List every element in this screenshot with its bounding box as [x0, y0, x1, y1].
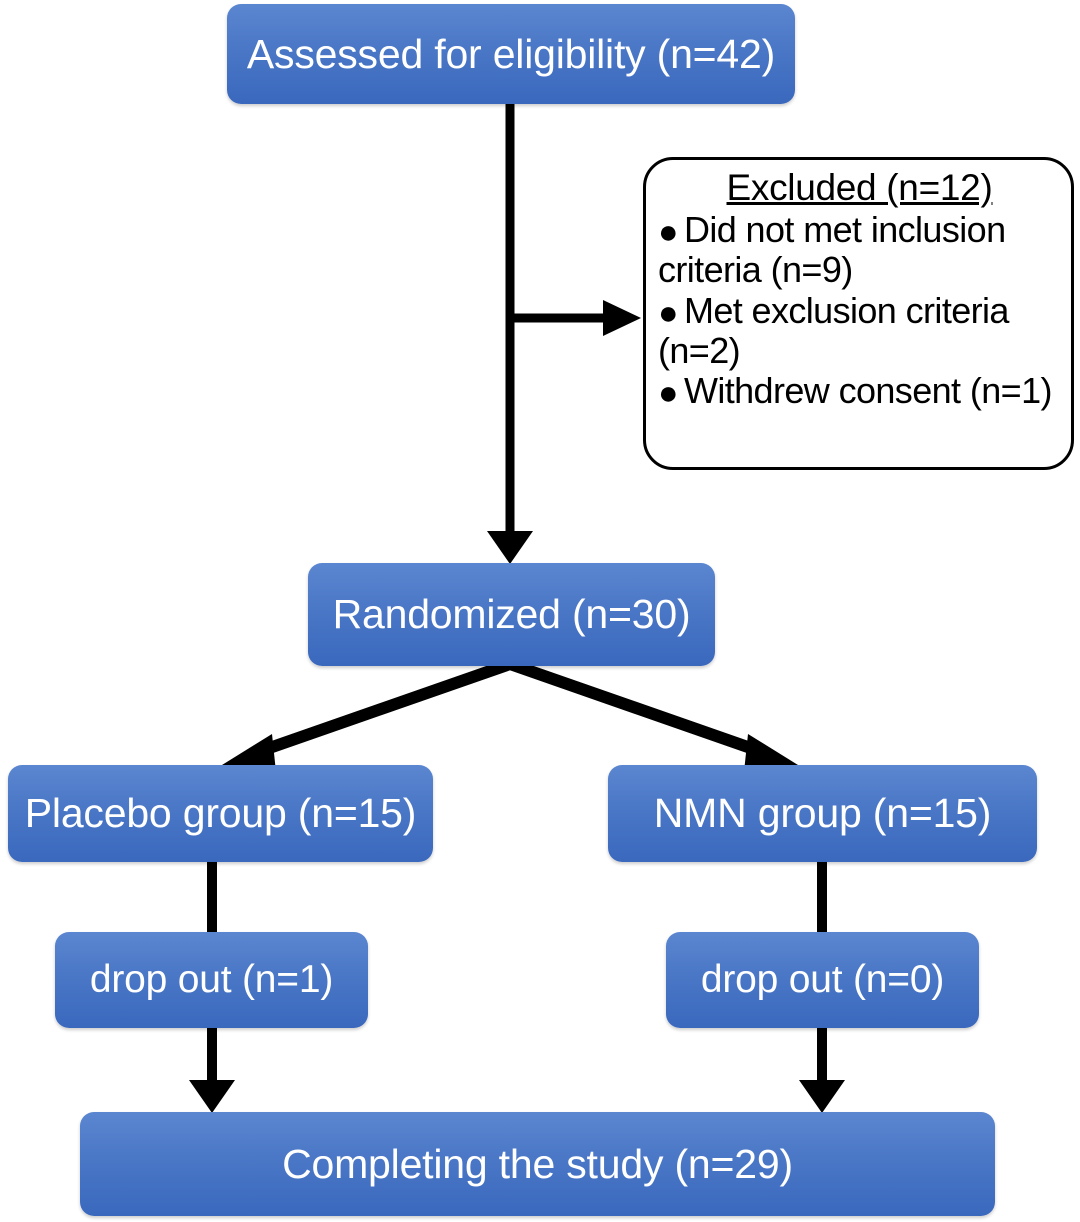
node-nmn-group[interactable]: NMN group (n=15) [608, 765, 1037, 862]
node-completing-the-study[interactable]: Completing the study (n=29) [80, 1112, 995, 1216]
connector-randomized-to-nmn [508, 658, 798, 772]
excluded-item: ●Withdrew consent (n=1) [658, 371, 1061, 411]
node-assessed-for-eligibility[interactable]: Assessed for eligibility (n=42) [227, 4, 795, 104]
excluded-title: Excluded (n=12) [726, 167, 993, 208]
node-randomized[interactable]: Randomized (n=30) [308, 563, 715, 666]
node-placebo-label: Placebo group (n=15) [24, 790, 417, 836]
node-completing-label: Completing the study (n=29) [282, 1140, 793, 1187]
node-nmn-label: NMN group (n=15) [653, 790, 992, 836]
node-assessed-label: Assessed for eligibility (n=42) [246, 30, 776, 77]
excluded-item-text: Met exclusion criteria (n=2) [658, 289, 1009, 371]
connector-dropout-nmn-to-completing [799, 1026, 845, 1113]
connector-assessed-to-randomized [487, 104, 533, 564]
bullet-icon: ● [658, 293, 679, 332]
node-dropout-nmn[interactable]: drop out (n=0) [666, 932, 979, 1028]
bullet-icon: ● [658, 374, 679, 413]
node-excluded-callout[interactable]: Excluded (n=12) ●Did not met inclusion c… [643, 157, 1074, 470]
node-randomized-label: Randomized (n=30) [332, 591, 691, 637]
excluded-item: ●Met exclusion criteria (n=2) [658, 289, 1061, 372]
bullet-icon: ● [658, 212, 679, 251]
node-dropout-nmn-label: drop out (n=0) [700, 958, 945, 1001]
excluded-item-text: Withdrew consent (n=1) [683, 370, 1053, 412]
node-placebo-group[interactable]: Placebo group (n=15) [8, 765, 433, 862]
connector-assessed-to-excluded [512, 300, 641, 336]
excluded-item-text: Did not met inclusion criteria (n=9) [658, 208, 1006, 291]
node-dropout-placebo[interactable]: drop out (n=1) [55, 932, 368, 1028]
node-dropout-placebo-label: drop out (n=1) [89, 958, 334, 1001]
connector-dropout-placebo-to-completing [189, 1026, 235, 1113]
excluded-item: ●Did not met inclusion criteria (n=9) [658, 208, 1061, 291]
connector-randomized-to-placebo [222, 658, 512, 772]
